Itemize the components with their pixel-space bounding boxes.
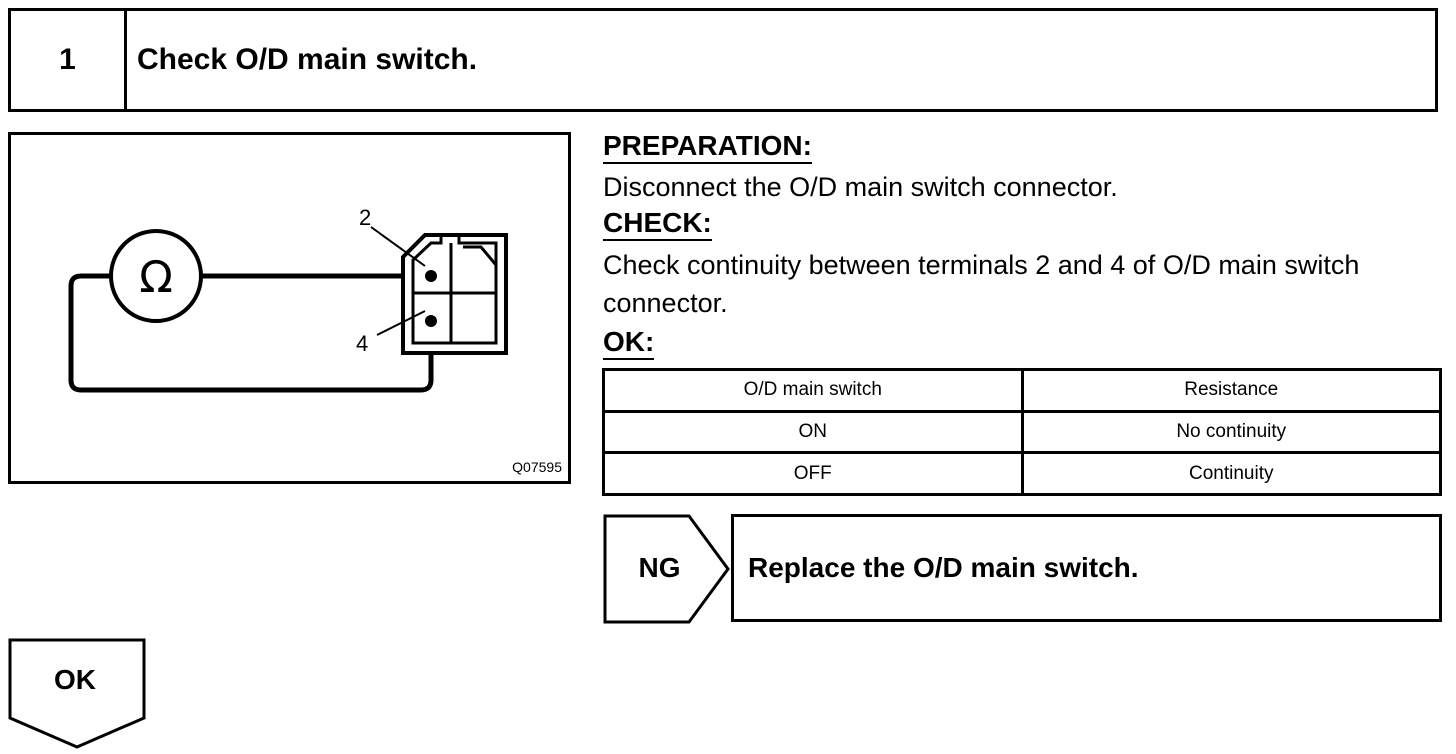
table-cell: ON <box>602 409 1024 455</box>
step-title: Check O/D main switch. <box>137 43 478 76</box>
figure-code: Q07595 <box>512 459 562 475</box>
check-text-line1: Check continuity between terminals 2 and… <box>603 250 1360 280</box>
ng-arrow-shape <box>603 514 730 624</box>
ng-action: Replace the O/D main switch. <box>731 514 1442 622</box>
preparation-text: Disconnect the O/D main switch connector… <box>603 172 1118 202</box>
table-row: OFF Continuity <box>602 451 1442 496</box>
meter-symbol: Ω <box>139 252 173 303</box>
check-text-line2: connector. <box>603 288 728 318</box>
ng-label: NG <box>638 552 681 583</box>
table-header-cell: O/D main switch <box>602 368 1024 413</box>
ohmmeter-icon: Ω <box>109 229 203 323</box>
wiring-diagram: Ω 2 4 Q07595 <box>8 132 571 484</box>
ok-heading: OK: <box>603 326 655 360</box>
spec-table: O/D main switch Resistance ON No continu… <box>602 368 1442 496</box>
step-header: 1 Check O/D main switch. <box>8 8 1438 112</box>
table-cell: Continuity <box>1020 451 1442 496</box>
connector-icon <box>401 233 508 355</box>
table-header-cell: Resistance <box>1020 368 1442 413</box>
table-row: ON No continuity <box>602 409 1442 455</box>
wiring-diagram-svg: Ω 2 4 <box>68 205 508 393</box>
table-cell: No continuity <box>1020 409 1442 455</box>
table-header-row: O/D main switch Resistance <box>602 368 1442 413</box>
preparation-heading: PREPARATION: <box>603 130 812 164</box>
ok-label: OK <box>54 664 96 695</box>
table-cell: OFF <box>602 451 1024 496</box>
terminal-label-4: 4 <box>356 331 368 356</box>
terminal-label-2: 2 <box>359 205 371 230</box>
lower-wire <box>68 273 434 393</box>
step-number: 1 <box>11 11 127 109</box>
ok-arrow-shape <box>8 638 146 749</box>
check-heading: CHECK: <box>603 207 712 241</box>
